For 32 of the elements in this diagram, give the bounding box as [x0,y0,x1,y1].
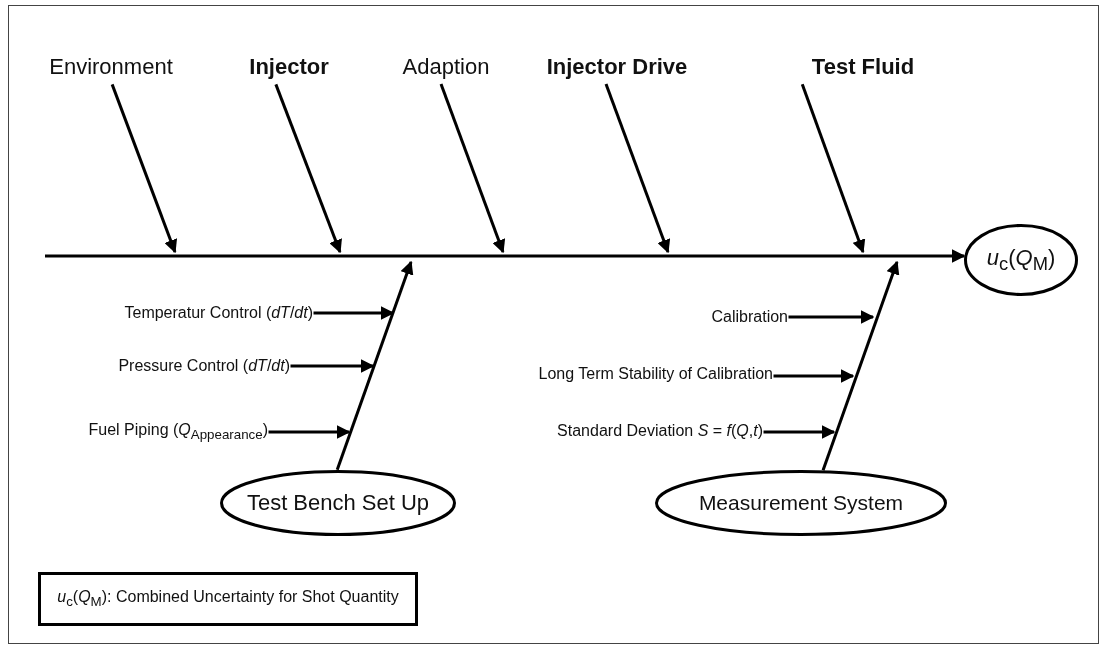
effect-label: Test Bench Set Up [246,490,430,516]
definition-text: u$_{c}$(Q$_{M}$): Combined Uncertainty for Shot Quantity [57,588,399,610]
cause-label: Temperatur Control (dT/dt) [124,304,313,322]
cause-label: Calibration [711,308,788,326]
arrow [788,310,875,324]
cause-label: Injector [249,54,329,80]
arrow [604,83,671,254]
arrow [290,359,375,373]
effect-label: u$_{c}$(Q$_{M}$) [986,244,1056,276]
cause-label: Environment [49,54,173,80]
cause-label: Injector Drive [546,54,688,80]
effect-ellipse [655,470,947,536]
effect-ellipse [220,470,456,536]
arrow [110,83,178,254]
arrow [335,260,414,471]
cause-label: Fuel Piping (Q$_{Appearance}$) [88,421,268,443]
cause-label: Long Term Stability of Calibration [538,365,773,383]
arrow [274,83,342,254]
effect-ellipse [964,224,1078,296]
cause-label: Pressure Control (dT/dt) [118,357,290,375]
arrow [439,83,506,254]
effect-label: Measurement System [698,491,904,515]
arrow [773,369,855,383]
arrow [821,260,900,471]
arrow [800,83,866,254]
cause-label: Adaption [402,54,490,80]
arrow [268,425,351,439]
cause-label: Standard Deviation S = f(Q,t) [557,422,763,440]
arrow [45,249,966,263]
definition-box [38,572,418,626]
arrow [763,425,836,439]
cause-label: Test Fluid [811,54,915,80]
